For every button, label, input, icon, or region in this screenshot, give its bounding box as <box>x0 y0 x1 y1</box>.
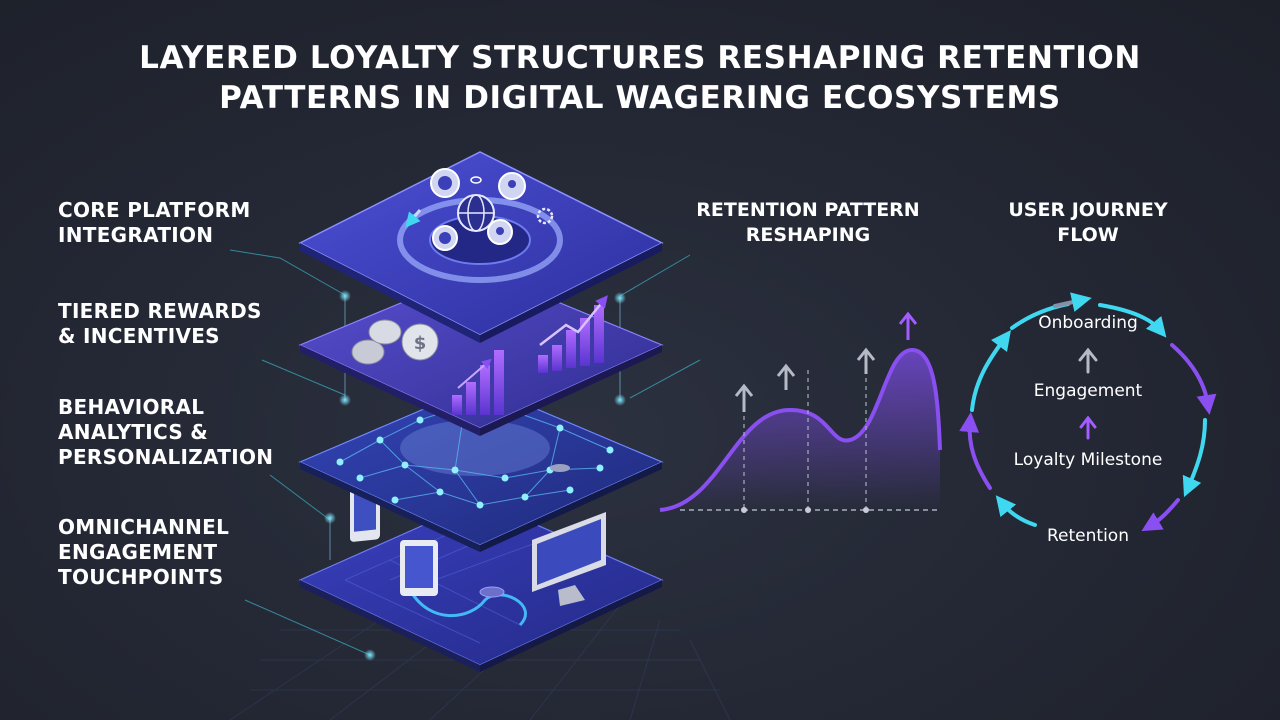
retention-curve-graphic <box>659 311 942 513</box>
cycle-arrow-6 <box>959 412 992 490</box>
cycle-arrow-4 <box>1141 498 1180 532</box>
layer-behavioral-analytics <box>298 384 664 552</box>
cycle-arrow-3 <box>1182 418 1207 498</box>
connector-line-rewards <box>261 359 346 396</box>
connector-lines <box>229 249 701 656</box>
cycle-arrow-5 <box>995 495 1037 527</box>
retention-title: RETENTION PATTERN RESHAPING <box>696 199 920 246</box>
brain-icon <box>400 420 550 476</box>
floor-grid <box>229 559 731 720</box>
poker-chip-icon <box>430 168 460 251</box>
layer-label-omnichannel: OMNICHANNEL ENGAGEMENT TOUCHPOINTS <box>58 515 230 589</box>
inner-up-arrow-1 <box>1078 347 1098 374</box>
layer-label-tiered-rewards: TIERED REWARDS & INCENTIVES <box>58 299 262 348</box>
connector-line-analytics <box>269 474 331 521</box>
journey-step-loyalty-milestone: Loyalty Milestone <box>1013 450 1163 470</box>
layer-label-behavioral-analytics: BEHAVIORAL ANALYTICS & PERSONALIZATION <box>58 395 274 469</box>
growth-chart-icon <box>538 295 608 373</box>
up-arrow-icons <box>734 347 876 412</box>
connector-line-right-1 <box>619 254 691 297</box>
svg-text:$: $ <box>414 333 427 354</box>
page-title: LAYERED LOYALTY STRUCTURES RESHAPING RET… <box>0 38 1280 118</box>
connector-line-omnichannel <box>244 599 371 656</box>
connector-line-right-2 <box>629 359 701 399</box>
location-pin-icon <box>487 172 526 245</box>
cycle-arrow-top <box>1053 292 1092 312</box>
network-nodes <box>336 401 614 509</box>
cycle-arrow-1 <box>1098 303 1167 338</box>
gear-icon <box>536 207 554 225</box>
journey-step-engagement: Engagement <box>1033 381 1143 401</box>
globe-icon <box>457 194 495 232</box>
journey-title: USER JOURNEY FLOW <box>1008 199 1168 246</box>
title-line-1: LAYERED LOYALTY STRUCTURES RESHAPING RET… <box>139 40 1141 76</box>
journey-step-onboarding: Onboarding <box>1038 313 1138 333</box>
glow-dots <box>324 290 626 661</box>
bar-chart-icon <box>452 350 504 415</box>
title-line-2: PATTERNS IN DIGITAL WAGERING ECOSYSTEMS <box>219 80 1061 116</box>
cycle-arrow-7 <box>970 329 1011 412</box>
connector-line-core <box>229 249 346 296</box>
cycle-arrow-2 <box>1170 343 1217 415</box>
tablet-icon <box>400 540 438 596</box>
up-arrow-icon <box>898 311 918 340</box>
journey-cycle-graphic <box>959 292 1217 532</box>
inner-up-arrow-2 <box>1079 415 1097 440</box>
monitor-icon <box>532 512 606 606</box>
coin-stack-icon: $ <box>351 319 439 365</box>
layer-label-core-platform: CORE PLATFORM INTEGRATION <box>58 198 251 247</box>
journey-step-retention: Retention <box>1047 526 1129 546</box>
layer-omnichannel <box>298 475 664 672</box>
layer-core-platform <box>298 151 664 343</box>
